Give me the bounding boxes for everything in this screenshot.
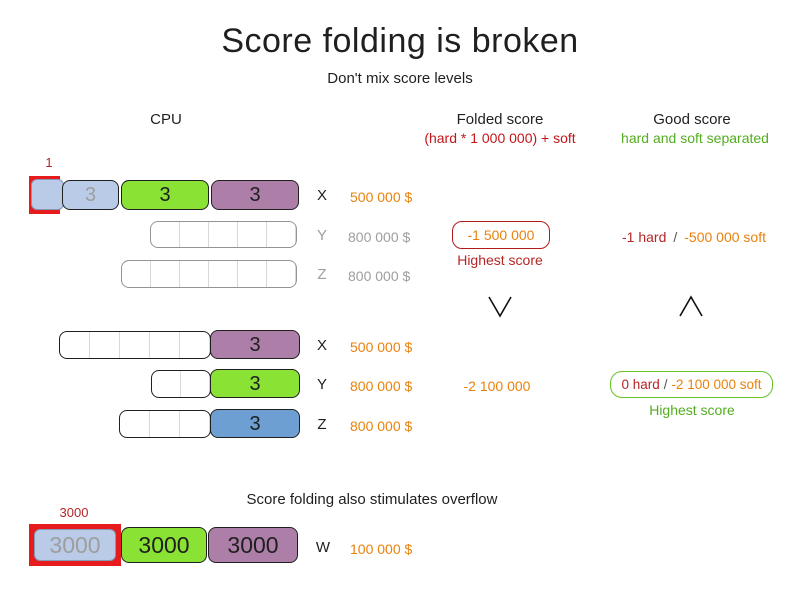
chevron-up-icon xyxy=(679,295,703,317)
group1-x-block-purple: 3 xyxy=(211,180,299,210)
page-title: Score folding is broken xyxy=(221,22,579,60)
group2-y-empty-cpu-bar xyxy=(151,370,211,398)
folded-score-value: -1 500 000 xyxy=(467,227,535,243)
block-value: 3000 xyxy=(227,531,279,558)
group2-row-z-label: Z xyxy=(317,416,327,433)
block-value: 3 xyxy=(84,184,97,206)
folded-score-column-header: Folded score xyxy=(456,111,544,128)
group1-row-z-label: Z xyxy=(317,266,327,283)
group2-row-y-value: 800 000 $ xyxy=(350,378,413,394)
block-value: 3000 xyxy=(49,531,101,558)
group1-y-empty-cpu-bar xyxy=(150,221,297,248)
group1-x-block-green: 3 xyxy=(121,180,209,210)
good-soft-value: -2 100 000 soft xyxy=(671,377,762,392)
block-value: 3 xyxy=(249,372,261,395)
group1-row-z-value: 800 000 $ xyxy=(348,268,411,284)
score-separator: / xyxy=(663,377,668,392)
folded-score-formula: (hard * 1 000 000) + soft xyxy=(424,130,576,146)
block-value: 3 xyxy=(159,184,171,206)
group2-folded-score: -2 100 000 xyxy=(463,378,531,394)
group2-x-empty-cpu-bar xyxy=(59,331,211,359)
group2-good-caption: Highest score xyxy=(649,402,735,418)
good-hard-value: -1 hard xyxy=(622,229,667,245)
group2-good-score-box: 0 hard/-2 100 000 soft xyxy=(610,371,773,398)
group1-z-empty-cpu-bar xyxy=(121,260,297,288)
group1-row-y-label: Y xyxy=(316,227,328,244)
overflow-w-block-green: 3000 xyxy=(121,527,207,563)
score-separator: / xyxy=(673,229,678,245)
group2-row-y-label: Y xyxy=(316,376,328,393)
group1-good-score-line: -1 hard / -500 000 soft xyxy=(622,229,766,245)
group1-x-block-lightblue: 3 xyxy=(62,180,119,210)
group2-z-empty-cpu-bar xyxy=(119,410,211,438)
overflow-w-block-lightblue: 3000 xyxy=(34,529,116,561)
block-value: 3000 xyxy=(138,531,190,558)
good-soft-value: -500 000 soft xyxy=(684,229,766,245)
cpu-column-header: CPU xyxy=(150,111,182,128)
group1-row-x-label: X xyxy=(316,187,328,204)
group2-x-block-purple: 3 xyxy=(210,330,300,359)
group2-row-x-label: X xyxy=(316,337,328,354)
overflow-w-block-purple: 3000 xyxy=(208,527,298,563)
page-subtitle: Don't mix score levels xyxy=(327,70,473,87)
group2-row-z-value: 800 000 $ xyxy=(350,418,413,434)
group1-row-x-value: 500 000 $ xyxy=(350,189,413,205)
group2-y-block-green: 3 xyxy=(210,369,300,398)
overflow-row-w-value: 100 000 $ xyxy=(350,541,413,557)
chevron-down-icon xyxy=(488,296,512,318)
block-value: 3 xyxy=(249,412,261,435)
group1-moved-cell xyxy=(31,179,64,210)
group2-z-block-blue: 3 xyxy=(210,409,300,438)
good-score-description: hard and soft separated xyxy=(621,130,769,146)
group1-folded-score-box: -1 500 000 xyxy=(452,221,550,249)
group1-row-y-value: 800 000 $ xyxy=(348,229,411,245)
group1-move-marker: 1 xyxy=(45,155,53,170)
overflow-move-marker: 3000 xyxy=(59,505,89,520)
block-value: 3 xyxy=(249,333,261,356)
group2-row-x-value: 500 000 $ xyxy=(350,339,413,355)
group1-folded-caption: Highest score xyxy=(457,252,543,268)
overflow-section-title: Score folding also stimulates overflow xyxy=(246,491,498,508)
block-value: 3 xyxy=(249,184,261,206)
overflow-row-w-label: W xyxy=(315,539,331,556)
good-score-column-header: Good score xyxy=(653,111,731,128)
good-hard-value: 0 hard xyxy=(621,377,660,392)
